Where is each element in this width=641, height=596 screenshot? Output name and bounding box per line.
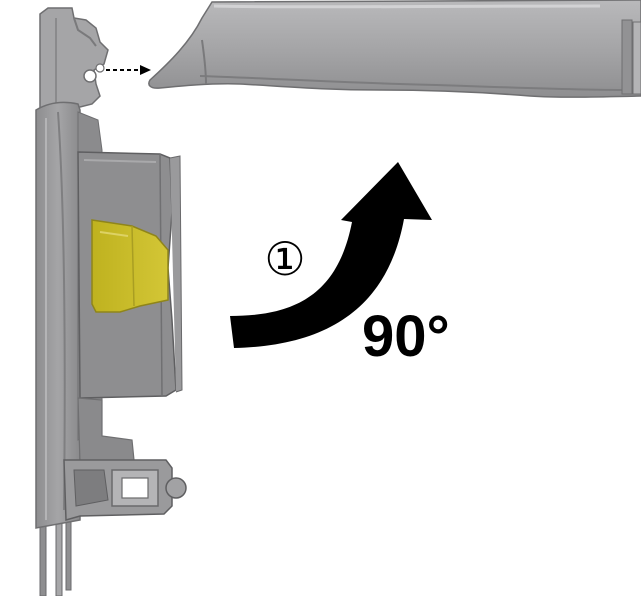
module-housing (35, 7, 187, 596)
step-number-label: ① (264, 232, 306, 286)
rotation-arrow-icon (230, 162, 432, 348)
insertion-hint-arrow (106, 65, 151, 75)
rotation-angle-label: 90° (362, 304, 450, 369)
cover-lid (148, 0, 641, 98)
